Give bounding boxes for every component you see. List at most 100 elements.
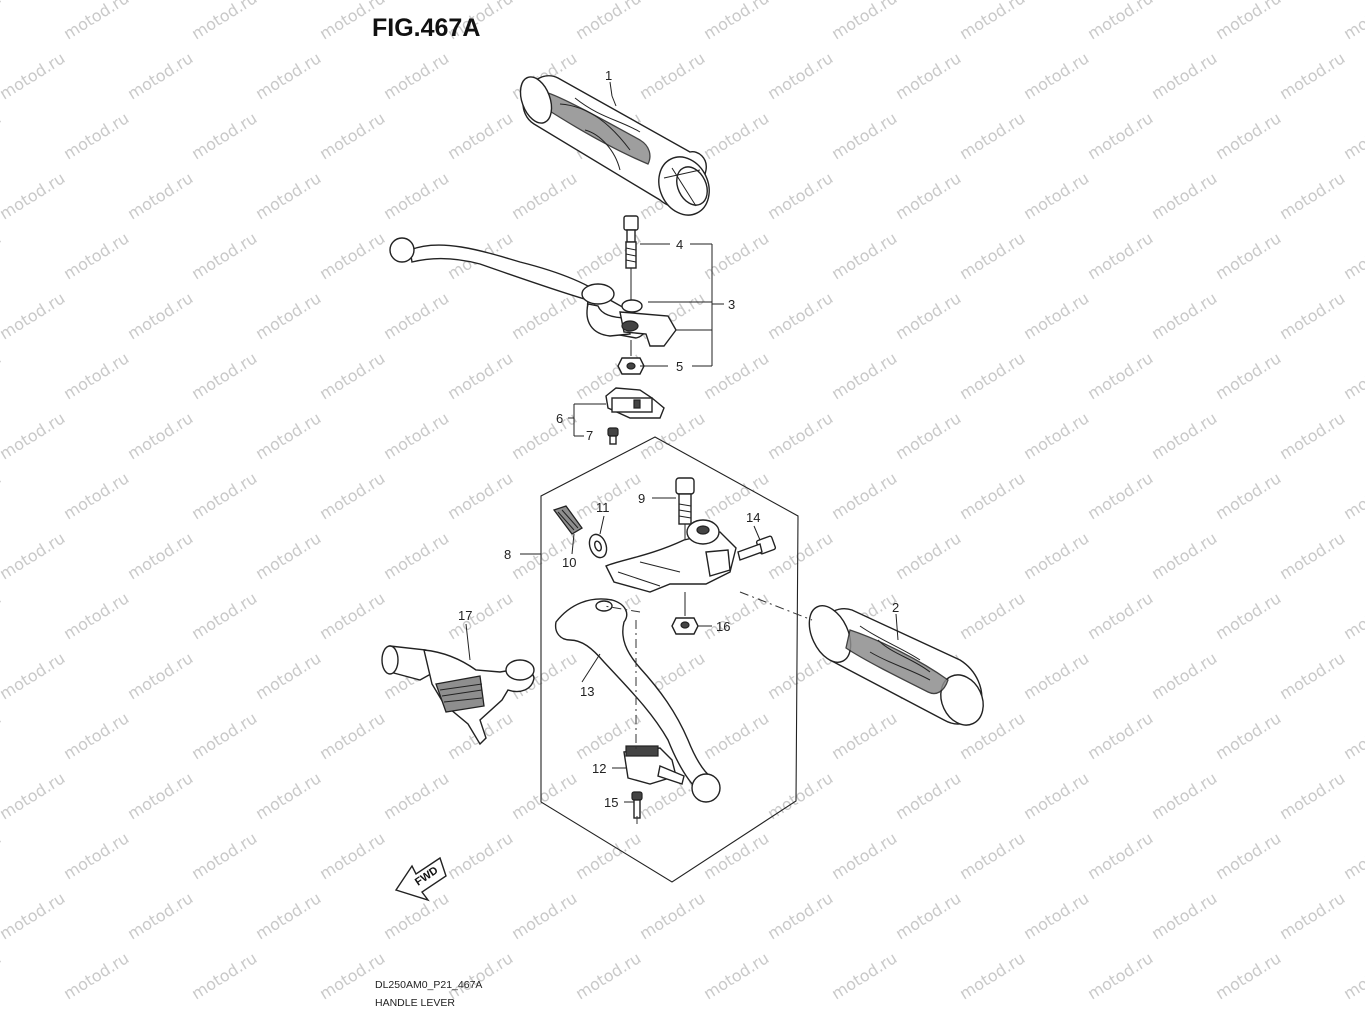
callout-3: 3 — [728, 297, 735, 312]
watermark-text: motod.ru — [316, 228, 388, 283]
watermark-text: motod.ru — [0, 168, 68, 223]
watermark-text: motod.ru — [316, 468, 388, 523]
watermark-text: motod.ru — [1084, 828, 1156, 883]
watermark-text: motod.ru — [700, 108, 772, 163]
watermark-text: motod.ru — [1084, 348, 1156, 403]
part-8-lever-holder[interactable] — [605, 519, 737, 593]
watermark-text: motod.ru — [700, 948, 772, 1003]
part-9-bolt[interactable] — [675, 477, 695, 560]
part-3-brake-lever[interactable] — [389, 237, 677, 347]
watermark-text: motod.ru — [188, 0, 260, 43]
callout-17: 17 — [458, 608, 472, 623]
watermark-text: motod.ru — [1340, 348, 1365, 403]
watermark-text: motod.ru — [0, 828, 4, 883]
watermark-text: motod.ru — [444, 468, 516, 523]
part-2-handle-grip[interactable] — [801, 599, 991, 732]
watermark-text: motod.ru — [956, 348, 1028, 403]
watermark-text: motod.ru — [60, 468, 132, 523]
watermark-text: motod.ru — [60, 948, 132, 1003]
watermark-text: motod.ru — [508, 168, 580, 223]
watermark-text: motod.ru — [124, 48, 196, 103]
watermark-text: motod.ru — [1020, 648, 1092, 703]
watermark-text: motod.ru — [252, 408, 324, 463]
callout-numbers: 1 2 3 4 5 6 7 8 9 10 11 12 13 14 15 16 1… — [458, 68, 899, 810]
watermark-text: motod.ru — [188, 348, 260, 403]
watermark-text: motod.ru — [700, 588, 772, 643]
part-5-nut[interactable] — [617, 340, 645, 375]
watermark-text: motod.ru — [508, 768, 580, 823]
watermark-text: motod.ru — [508, 408, 580, 463]
part-15-screw[interactable] — [631, 791, 643, 819]
watermark-text: motod.ru — [1276, 888, 1348, 943]
watermark-text: motod.ru — [892, 168, 964, 223]
watermark-text: motod.ru — [188, 828, 260, 883]
watermark-text: motod.ru — [0, 348, 4, 403]
watermark-text: motod.ru — [828, 948, 900, 1003]
watermark-text: motod.ru — [60, 828, 132, 883]
axis-line-1 — [739, 591, 813, 621]
watermark-text: motod.ru — [636, 48, 708, 103]
part-7-screw[interactable] — [607, 427, 619, 445]
watermark-text: motod.ru — [380, 768, 452, 823]
watermark-text: motod.ru — [0, 48, 68, 103]
watermark-text: motod.ru — [508, 288, 580, 343]
watermark-text: motod.ru — [1340, 0, 1365, 43]
watermark-text: motod.ru — [60, 348, 132, 403]
watermark-text: motod.ru — [124, 888, 196, 943]
watermark-text: motod.ru — [60, 588, 132, 643]
watermark-text: motod.ru — [188, 588, 260, 643]
part-1-throttle-grip[interactable] — [515, 73, 719, 224]
part-6-brake-switch[interactable] — [605, 387, 665, 419]
watermark-text: motod.ru — [892, 48, 964, 103]
watermark-text: motod.ru — [764, 168, 836, 223]
watermark-text: motod.ru — [1084, 228, 1156, 283]
watermark-text: motod.ru — [444, 948, 516, 1003]
watermark-text: motod.ru — [1148, 888, 1220, 943]
watermark-text: motod.ru — [0, 0, 4, 43]
watermark-text: motod.ru — [1340, 588, 1365, 643]
watermark-text: motod.ru — [252, 288, 324, 343]
watermark-text: motod.ru — [124, 288, 196, 343]
figure-caption: HANDLE LEVER — [375, 997, 455, 1009]
watermark-text: motod.ru — [764, 528, 836, 583]
watermark-text: motod.ru — [444, 588, 516, 643]
watermark-text: motod.ru — [0, 528, 68, 583]
watermark-text: motod.ru — [444, 108, 516, 163]
watermark-text: motod.ru — [828, 828, 900, 883]
watermark-text: motod.ru — [124, 648, 196, 703]
watermark-text: motod.ru — [956, 108, 1028, 163]
part-12-switch[interactable] — [623, 745, 685, 785]
watermark-text: motod.ru — [1340, 708, 1365, 763]
watermark-text: motod.ru — [1340, 228, 1365, 283]
watermark-text: motod.ru — [1212, 0, 1284, 43]
part-16-nut[interactable] — [671, 592, 699, 635]
watermark-text: motod.ru — [1148, 648, 1220, 703]
watermark-text: motod.ru — [124, 408, 196, 463]
watermark-text: motod.ru — [1212, 948, 1284, 1003]
watermark-text: motod.ru — [1276, 408, 1348, 463]
watermark-text: motod.ru — [0, 948, 4, 1003]
part-4-pivot-bolt[interactable] — [623, 215, 639, 300]
watermark-text: motod.ru — [188, 708, 260, 763]
part-10-adjuster-bolt[interactable] — [552, 505, 583, 535]
watermark-text: motod.ru — [892, 768, 964, 823]
watermark-text: motod.ru — [60, 108, 132, 163]
watermark-text: motod.ru — [1148, 408, 1220, 463]
watermark-text: motod.ru — [892, 528, 964, 583]
watermark-text: motod.ru — [1340, 948, 1365, 1003]
watermark-text: motod.ru — [0, 708, 4, 763]
part-11-washer[interactable] — [586, 532, 609, 560]
watermark-text: motod.ru — [1212, 108, 1284, 163]
watermark-text: motod.ru — [1212, 588, 1284, 643]
part-14-bolt[interactable] — [737, 535, 777, 561]
watermark-text: motod.ru — [892, 408, 964, 463]
watermark-text: motod.ru — [892, 288, 964, 343]
watermark-text: motod.ru — [828, 468, 900, 523]
watermark-text: motod.ru — [956, 588, 1028, 643]
watermark-text: motod.ru — [380, 48, 452, 103]
part-17-cable-holder[interactable] — [381, 645, 535, 746]
watermark-text: motod.ru — [1148, 288, 1220, 343]
watermark-text: motod.ru — [956, 828, 1028, 883]
watermark-text: motod.ru — [1212, 828, 1284, 883]
watermark-text: motod.ru — [316, 948, 388, 1003]
